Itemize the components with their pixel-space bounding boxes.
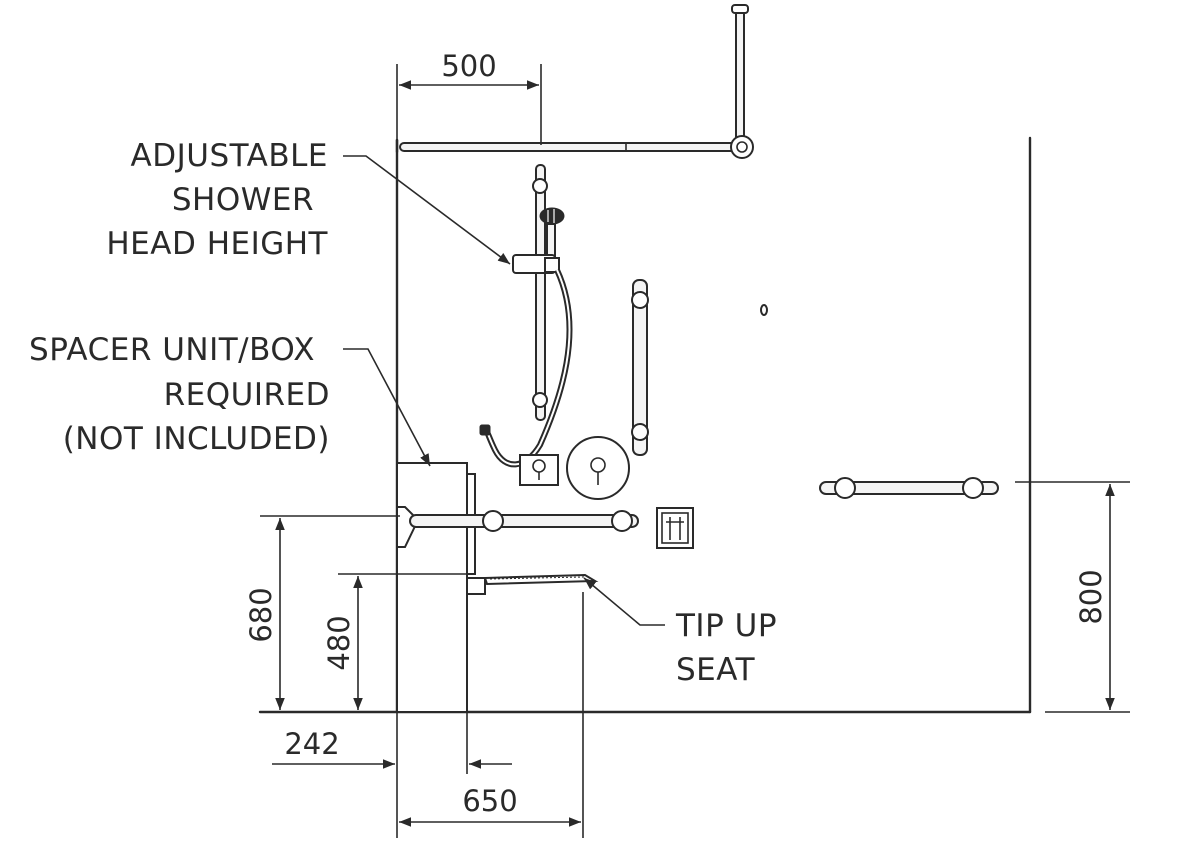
dim-label-500: 500 — [441, 49, 496, 83]
label-line: REQUIRED — [164, 377, 330, 413]
wall-outlet-icon — [519, 454, 559, 486]
dim-label-480: 480 — [322, 615, 356, 670]
label-line: SPACER UNIT/BOX — [29, 332, 315, 368]
ceiling-support-plate — [731, 4, 749, 14]
wall-fixing-icon — [760, 304, 768, 316]
side-grab-rail — [819, 477, 999, 499]
spacer-unit-box — [396, 462, 476, 713]
dim-label-800: 800 — [1074, 569, 1108, 624]
label-line: SEAT — [676, 652, 756, 688]
label-tip-up-seat: TIP UP SEAT — [675, 608, 777, 688]
label-line: (NOT INCLUDED) — [63, 421, 330, 457]
label-line: ADJUSTABLE — [131, 138, 328, 174]
hinged-grab-rail — [396, 506, 639, 548]
dimension-650: 650 — [399, 592, 584, 838]
leader-lines — [343, 155, 665, 626]
shower-hose — [479, 268, 573, 468]
dimension-800: 800 — [1015, 481, 1130, 713]
label-line: SHOWER — [172, 182, 314, 218]
label-adjustable-shower-head: ADJUSTABLE SHOWER HEAD HEIGHT — [106, 138, 328, 262]
dim-label-680: 680 — [244, 587, 278, 642]
dimension-680: 680 — [244, 515, 400, 710]
slider-bracket — [512, 254, 560, 274]
dimension-500: 500 — [396, 49, 542, 145]
mixer-valve-icon — [566, 436, 630, 500]
shower-slide-rail — [532, 164, 548, 421]
dimension-242: 242 — [272, 712, 512, 838]
curtain-rail — [395, 4, 754, 159]
toilet-roll-holder-icon — [656, 507, 694, 549]
label-line: HEAD HEIGHT — [106, 226, 328, 262]
dimension-480: 480 — [322, 573, 467, 710]
tip-up-seat — [466, 573, 599, 595]
vertical-grab-rail — [631, 279, 649, 456]
dim-label-242: 242 — [284, 727, 339, 761]
label-line: TIP UP — [675, 608, 777, 644]
dim-label-650: 650 — [462, 784, 517, 818]
label-spacer-unit: SPACER UNIT/BOX REQUIRED (NOT INCLUDED) — [29, 332, 330, 457]
